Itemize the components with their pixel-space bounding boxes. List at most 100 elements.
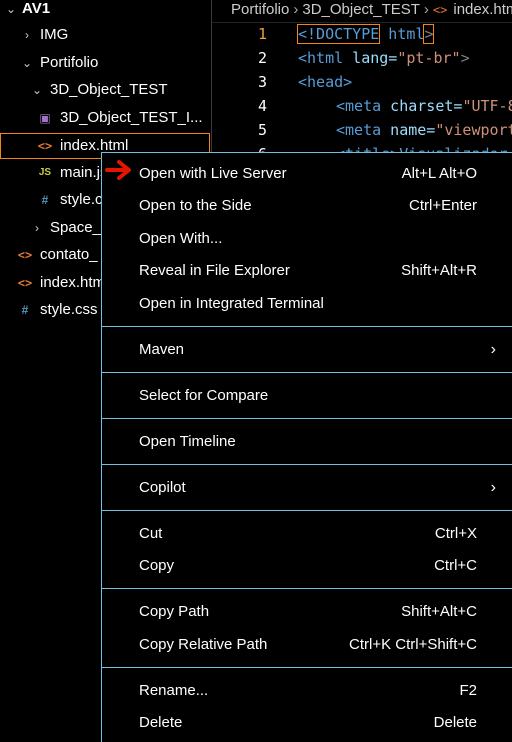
code-token: lang= bbox=[343, 49, 398, 67]
chevron-right-icon: › bbox=[490, 479, 496, 496]
menu-item-open-with[interactable]: Open With... bbox=[102, 223, 512, 255]
code-text: <head> bbox=[298, 70, 352, 94]
menu-item-label: Open in Integrated Terminal bbox=[139, 295, 324, 312]
code-token: <meta bbox=[336, 97, 382, 115]
chevron-down-icon: ⌄ bbox=[31, 83, 43, 97]
tree-item-label: index.html bbox=[60, 137, 129, 154]
js-file-icon: JS bbox=[38, 167, 52, 178]
code-token: "pt-br" bbox=[397, 49, 461, 67]
menu-item-open-timeline[interactable]: Open Timeline bbox=[102, 426, 512, 458]
menu-item-label: Copy Relative Path bbox=[139, 636, 268, 653]
menu-item-label: Open with Live Server bbox=[139, 165, 287, 182]
tree-item-label: style.css bbox=[40, 301, 98, 318]
chevron-down-icon: ⌄ bbox=[21, 56, 33, 70]
menu-separator bbox=[102, 588, 512, 589]
menu-separator bbox=[102, 372, 512, 373]
menu-item-reveal-in-file-explorer[interactable]: Reveal in File Explorer Shift+Alt+R bbox=[102, 255, 512, 287]
line-number: 3 bbox=[257, 73, 267, 91]
css-file-icon: # bbox=[41, 193, 49, 207]
menu-item-cut[interactable]: Cut Ctrl+X bbox=[102, 518, 512, 550]
code-token: charset= bbox=[381, 97, 463, 115]
menu-item-label: Open Timeline bbox=[139, 433, 236, 450]
tree-item-label: main.js bbox=[60, 164, 108, 181]
menu-separator bbox=[102, 326, 512, 327]
code-token: <meta bbox=[336, 121, 382, 139]
menu-item-open-with-live-server[interactable]: Open with Live Server Alt+L Alt+O bbox=[102, 158, 512, 190]
chevron-down-icon: ⌄ bbox=[5, 2, 17, 16]
code-text: <!DOCTYPE html> bbox=[296, 22, 435, 46]
menu-item-shortcut: Ctrl+C bbox=[434, 557, 477, 574]
breadcrumb-item[interactable]: index.html bbox=[453, 1, 512, 18]
css-file-icon: # bbox=[21, 303, 29, 317]
menu-separator bbox=[102, 667, 512, 668]
html-file-icon: <> bbox=[17, 248, 33, 262]
menu-item-label: Delete bbox=[139, 714, 183, 731]
menu-item-shortcut: Delete bbox=[433, 714, 477, 731]
menu-item-shortcut: Ctrl+K Ctrl+Shift+C bbox=[349, 636, 477, 653]
breadcrumb-item[interactable]: Portifolio bbox=[231, 1, 290, 18]
html-file-icon: <> bbox=[37, 139, 53, 153]
html-file-icon: <> bbox=[432, 3, 448, 17]
tree-item-label: Portifolio bbox=[40, 54, 99, 71]
menu-item-delete[interactable]: Delete Delete bbox=[102, 707, 512, 739]
menu-item-shortcut: Shift+Alt+R bbox=[401, 262, 477, 279]
line-number: 4 bbox=[257, 97, 267, 115]
menu-separator bbox=[102, 510, 512, 511]
chevron-right-icon: › bbox=[35, 221, 39, 235]
code-text: <meta charset="UTF-8"> bbox=[336, 94, 512, 118]
code-text: <meta name="viewport" bbox=[336, 118, 512, 142]
tree-item-label: IMG bbox=[40, 26, 69, 43]
line-number: 1 bbox=[257, 25, 267, 43]
menu-item-open-in-integrated-terminal[interactable]: Open in Integrated Terminal bbox=[102, 288, 512, 320]
code-token: <!DOCTYPE bbox=[296, 24, 381, 44]
menu-separator bbox=[102, 464, 512, 465]
menu-item-select-for-compare[interactable]: Select for Compare bbox=[102, 380, 512, 412]
menu-item-label: Maven bbox=[139, 341, 185, 358]
menu-item-label: Rename... bbox=[139, 682, 209, 699]
menu-item-open-to-the-side[interactable]: Open to the Side Ctrl+Enter bbox=[102, 190, 512, 222]
chevron-right-icon: › bbox=[490, 341, 496, 358]
menu-item-label: Cut bbox=[139, 525, 163, 542]
tree-item-label: AV1 bbox=[22, 0, 51, 17]
chevron-right-icon: › bbox=[25, 28, 29, 42]
menu-item-shortcut: Ctrl+X bbox=[434, 525, 477, 542]
code-token: > bbox=[423, 24, 435, 44]
tree-item-label: contato_ bbox=[40, 246, 98, 263]
code-token: "UTF-8"> bbox=[462, 97, 512, 115]
menu-item-label: Open With... bbox=[139, 230, 223, 247]
line-number: 5 bbox=[257, 121, 267, 139]
menu-item-shortcut: Ctrl+Enter bbox=[409, 197, 477, 214]
tree-item-label: 3D_Object_TEST bbox=[50, 81, 168, 98]
tree-item-label: index.html bbox=[40, 274, 109, 291]
tree-item-label: 3D_Object_TEST_I... bbox=[60, 109, 203, 126]
code-token: name= bbox=[381, 121, 436, 139]
code-token: <head> bbox=[298, 73, 353, 91]
image-file-icon: ▣ bbox=[39, 111, 51, 125]
menu-item-copilot[interactable]: Copilot › bbox=[102, 472, 512, 504]
red-arrow-icon bbox=[105, 160, 131, 180]
tree-item-index-html-selected[interactable]: <> index.html bbox=[0, 133, 210, 159]
menu-item-copy-relative-path[interactable]: Copy Relative Path Ctrl+K Ctrl+Shift+C bbox=[102, 629, 512, 661]
menu-item-shortcut: Shift+Alt+C bbox=[401, 603, 477, 620]
menu-item-label: Open to the Side bbox=[139, 197, 252, 214]
menu-item-label: Reveal in File Explorer bbox=[139, 262, 290, 279]
menu-item-shortcut: F2 bbox=[459, 682, 477, 699]
menu-item-copy[interactable]: Copy Ctrl+C bbox=[102, 550, 512, 582]
menu-item-label: Copilot bbox=[139, 479, 186, 496]
html-file-icon: <> bbox=[17, 276, 33, 290]
menu-item-label: Select for Compare bbox=[139, 387, 269, 404]
code-token: <html bbox=[298, 49, 344, 67]
menu-item-shortcut: Alt+L Alt+O bbox=[401, 165, 477, 182]
chevron-right-icon: › bbox=[423, 1, 429, 18]
menu-separator bbox=[102, 418, 512, 419]
menu-item-rename[interactable]: Rename... F2 bbox=[102, 675, 512, 707]
breadcrumb: Portifolio›3D_Object_TEST›<>index.html bbox=[212, 0, 512, 23]
code-token: "viewport" bbox=[435, 121, 512, 139]
menu-item-copy-path[interactable]: Copy Path Shift+Alt+C bbox=[102, 596, 512, 628]
menu-item-label: Copy bbox=[139, 557, 175, 574]
menu-item-label: Copy Path bbox=[139, 603, 210, 620]
breadcrumb-item[interactable]: 3D_Object_TEST bbox=[302, 1, 420, 18]
code-text: <html lang="pt-br"> bbox=[298, 46, 470, 70]
menu-item-maven[interactable]: Maven › bbox=[102, 334, 512, 366]
code-token: > bbox=[460, 49, 470, 67]
